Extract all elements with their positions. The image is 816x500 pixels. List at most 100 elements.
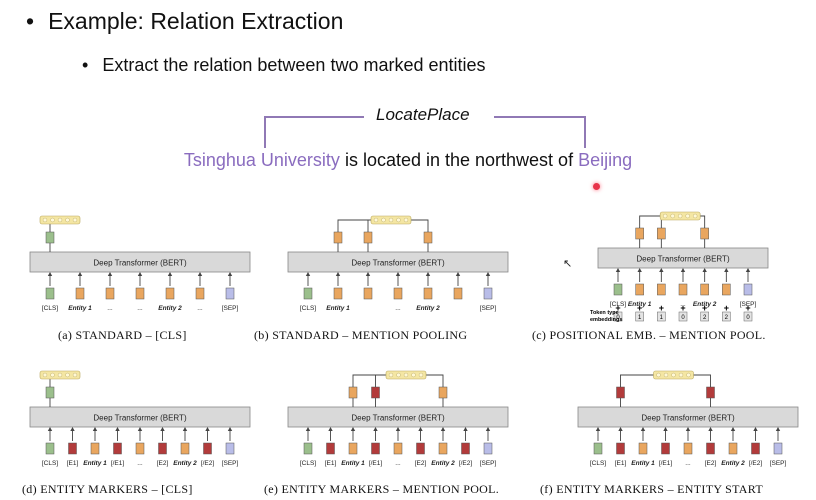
output-vector-cell xyxy=(50,217,55,223)
output-vector-cell xyxy=(685,213,690,219)
arrow-head xyxy=(640,427,646,431)
arrow-head xyxy=(485,272,491,276)
arrow-head xyxy=(680,268,686,272)
plus-sign: + xyxy=(659,303,664,313)
pool-connector xyxy=(367,219,371,232)
arrow-head xyxy=(659,268,664,272)
bullet-dot: • xyxy=(82,55,89,75)
diagram-standard-cls: Deep Transformer (BERT)[CLS]Entity 1....… xyxy=(20,200,280,340)
token-embedding xyxy=(158,442,167,455)
arrow-head xyxy=(365,272,371,276)
token-embedding xyxy=(105,287,115,300)
arrow-head xyxy=(47,272,53,276)
output-vector-cell xyxy=(50,372,55,378)
arrow-head xyxy=(197,272,203,276)
caption-b: (b) STANDARD – MENTION POOLING xyxy=(254,328,468,342)
token-embedding xyxy=(180,442,190,455)
entity-2-text: Beijing xyxy=(578,150,633,170)
output-vector-cell xyxy=(396,372,401,378)
token-label: [/E1] xyxy=(369,460,383,467)
arrow-head xyxy=(227,272,233,276)
diagram-standard-mention-pooling: Deep Transformer (BERT)[CLS]Entity 1...E… xyxy=(278,200,538,340)
arrow-head xyxy=(137,272,143,276)
bullet-dot: • xyxy=(26,8,35,34)
token-embedding xyxy=(657,283,666,296)
token-embedding xyxy=(326,442,335,455)
arrow-head xyxy=(107,272,113,276)
token-label: [/E2] xyxy=(201,460,215,467)
token-label: Entity 2 xyxy=(693,301,717,308)
plus-sign: + xyxy=(724,303,729,313)
output-embedding xyxy=(333,231,343,244)
arrow-head xyxy=(637,268,642,272)
token-embedding xyxy=(438,442,448,455)
token-label: ... xyxy=(197,305,203,312)
transformer-label: Deep Transformer (BERT) xyxy=(636,255,730,264)
token-type-value: 2 xyxy=(725,315,729,321)
arrow-head xyxy=(663,427,668,431)
token-label: [E2] xyxy=(705,460,717,467)
entity-1-text: Tsinghua University xyxy=(183,150,340,170)
token-label: Entity 2 xyxy=(416,305,440,312)
token-embedding xyxy=(773,442,783,455)
arrow-head xyxy=(182,427,188,431)
output-vector-cell xyxy=(663,372,669,378)
token-type-box xyxy=(678,311,688,322)
arrow-head xyxy=(724,268,729,272)
pool-connector xyxy=(700,215,706,228)
arrow-head xyxy=(137,427,143,431)
token-embedding xyxy=(423,287,433,300)
token-embedding xyxy=(638,442,648,455)
output-vector-cell xyxy=(656,372,661,378)
token-label: [SEP] xyxy=(770,460,787,467)
arrow-head xyxy=(702,268,707,272)
token-embedding xyxy=(728,442,738,455)
token-label: Entity 1 xyxy=(68,305,92,312)
token-label: [SEP] xyxy=(480,305,497,312)
bracket-left-vertical xyxy=(264,116,266,148)
token-type-box xyxy=(700,311,709,322)
token-embedding xyxy=(678,283,688,296)
token-label: ... xyxy=(395,305,401,312)
caption-f: (f) ENTITY MARKERS – ENTITY START xyxy=(540,482,763,496)
token-embedding xyxy=(743,283,753,296)
token-embedding xyxy=(393,442,403,455)
output-embedding xyxy=(371,386,380,399)
arrow-head xyxy=(115,427,120,431)
token-embedding xyxy=(700,283,709,296)
token-type-value: 0 xyxy=(681,315,685,321)
token-label: [/E1] xyxy=(111,460,125,467)
output-vector-cell xyxy=(670,213,675,219)
token-label: [E1] xyxy=(325,460,337,467)
output-embedding xyxy=(348,386,358,399)
arrow-head xyxy=(328,427,333,431)
output-embedding xyxy=(657,227,666,240)
arrow-head xyxy=(685,427,691,431)
output-vector-cell xyxy=(72,217,78,223)
output-vector-cell xyxy=(411,372,416,378)
diagram-svg: Deep Transformer (BERT)[CLS][E1]Entity 1… xyxy=(577,370,799,467)
arrow-head xyxy=(753,427,758,431)
output-vector-cell xyxy=(678,372,684,378)
output-embedding xyxy=(700,227,709,240)
diagram-entity-markers-cls: Deep Transformer (BERT)[CLS][E1]Entity 1… xyxy=(20,357,280,497)
arrow-head xyxy=(92,427,98,431)
arrow-head xyxy=(70,427,75,431)
token-label: [CLS] xyxy=(42,460,58,467)
token-label: ... xyxy=(395,460,401,467)
token-embedding xyxy=(416,442,425,455)
arrow-head xyxy=(305,272,311,276)
output-vector-cell xyxy=(403,217,409,223)
token-embedding xyxy=(751,442,760,455)
output-vector-cell xyxy=(57,372,63,378)
caption-a: (a) STANDARD – [CLS] xyxy=(58,328,187,342)
plus-sign: + xyxy=(745,303,750,313)
output-embedding xyxy=(438,386,448,399)
token-type-box xyxy=(635,311,644,322)
token-label: [CLS] xyxy=(300,305,316,312)
token-type-value: 1 xyxy=(660,315,664,321)
token-label: ... xyxy=(680,301,686,308)
